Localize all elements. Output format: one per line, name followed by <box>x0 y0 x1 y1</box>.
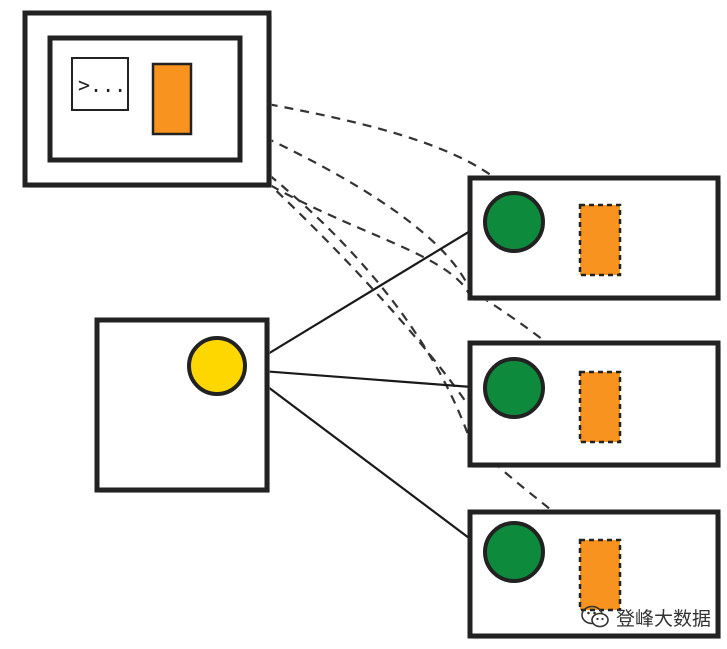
watermark-text: 登峰大数据 <box>616 607 712 630</box>
wechat-icon <box>581 605 609 628</box>
watermark: 登峰大数据 <box>580 600 711 634</box>
dashed-line-4 <box>229 159 472 297</box>
green-circle-icon <box>483 521 545 583</box>
task-block-1 <box>578 203 622 277</box>
terminal-prompt: >... <box>78 73 126 97</box>
dashed-line-5 <box>264 179 479 421</box>
task-block-3 <box>578 538 622 612</box>
client-window: >... <box>22 10 272 188</box>
solid-line-2 <box>247 368 486 390</box>
worker-node-1 <box>467 175 721 301</box>
yellow-circle-icon <box>187 336 247 396</box>
dashed-line-3 <box>191 117 583 541</box>
green-circle-icon <box>483 191 545 253</box>
client-orange-block <box>151 62 193 136</box>
solid-connections <box>247 221 486 551</box>
solid-line-3 <box>247 371 486 551</box>
terminal-box <box>71 57 129 111</box>
solid-line-1 <box>247 221 486 367</box>
task-block-2 <box>578 370 622 444</box>
worker-node-2 <box>467 340 721 468</box>
master-node <box>94 317 270 493</box>
green-circle-icon <box>483 357 545 419</box>
master-frame <box>94 317 270 493</box>
